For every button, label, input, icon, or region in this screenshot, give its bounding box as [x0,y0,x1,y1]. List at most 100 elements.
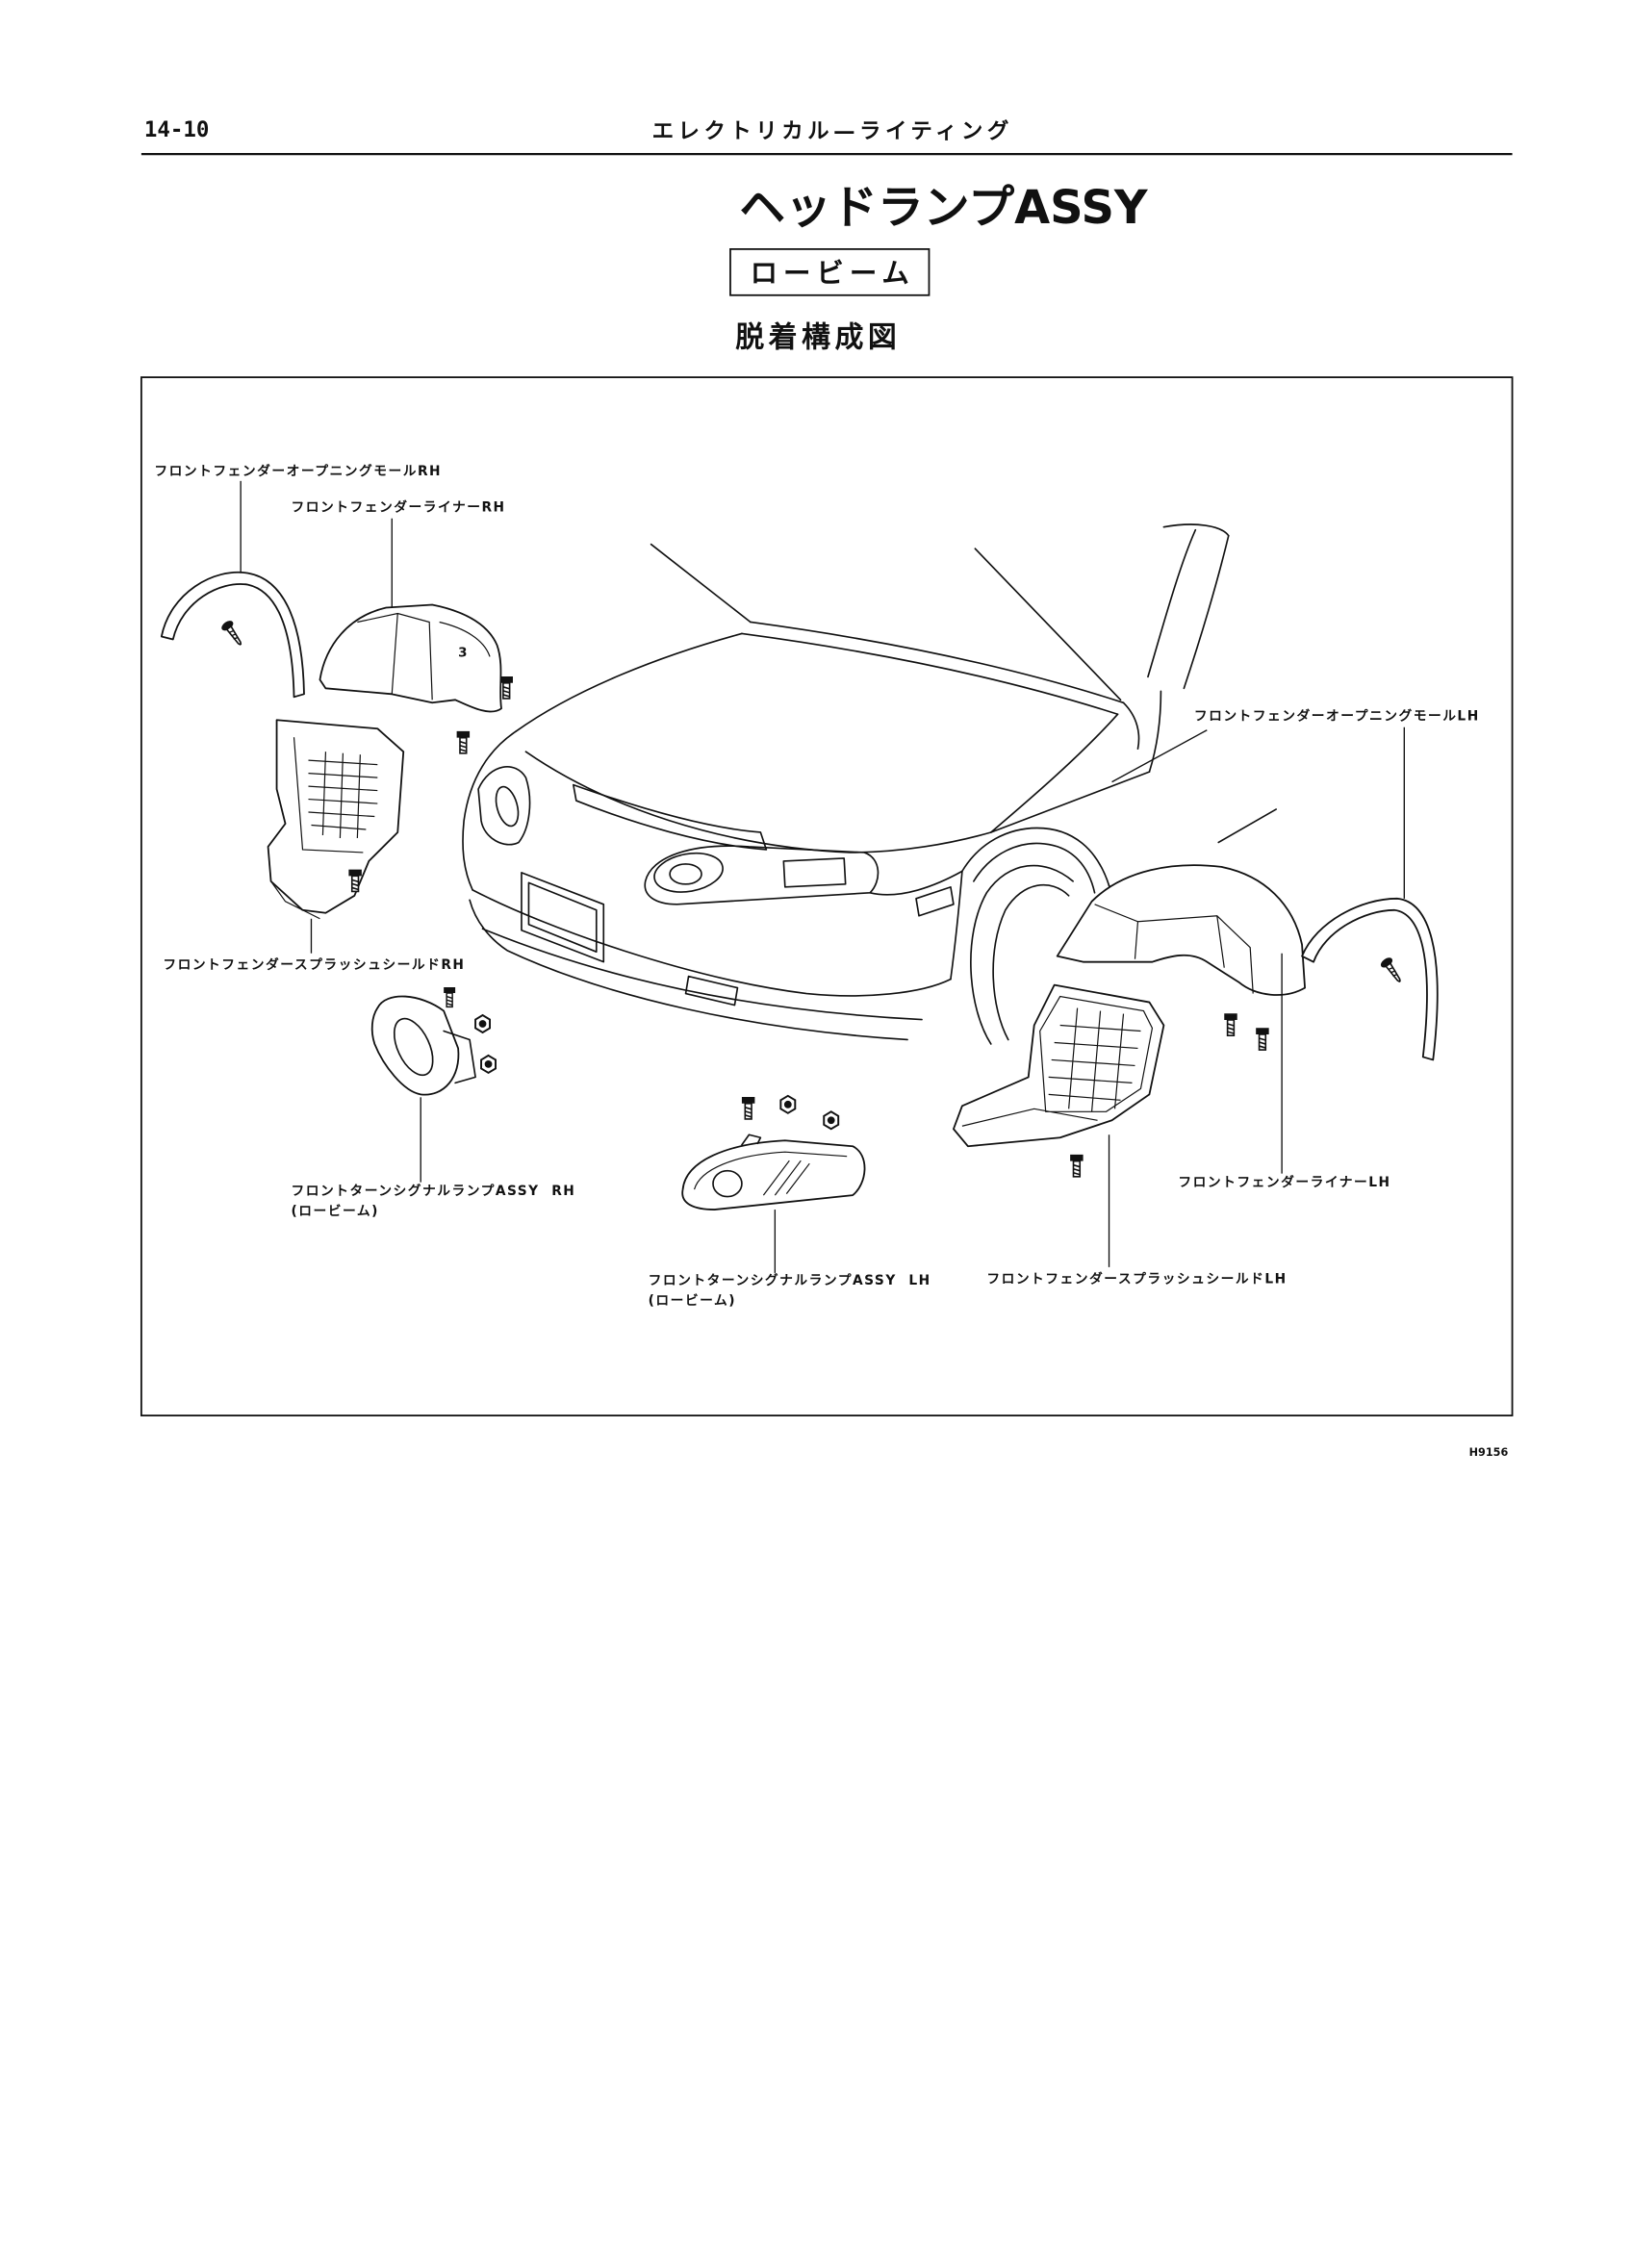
a-pillar-outer [1183,534,1230,690]
page-header: 14-10 エレクトリカル—ライティング [140,117,1513,156]
license-plate-frame [521,872,605,963]
fender-opening-molding-lh-drawing [1301,897,1439,1061]
bumper-top-line [472,889,952,997]
wheel-arch-outer [961,827,1110,887]
hood-right-edge [990,713,1119,833]
bolt-icon [1069,1154,1084,1178]
splash-shield-lh-shape [953,983,1165,1148]
fender-liner-rh-drawing: 3 [319,603,514,754]
tire-inner [992,883,1070,1041]
screw-icon [218,618,247,650]
hood-slot [573,783,768,851]
molding-rh-shape [160,571,305,699]
page-title: ヘッドランプASSY [739,182,1149,235]
liner-rh-shape [319,603,502,713]
splash-shield-rh-grid [308,752,378,838]
turn-signal-lh-bulb [712,1169,743,1198]
figure-id: H9156 [1469,1446,1509,1459]
splash-shield-rh-flange [270,737,364,920]
hood-left-edge [515,632,743,733]
lower-intake [684,975,739,1007]
splash-shield-rh-shape [267,719,405,914]
turn-signal-rh-lens [393,1017,434,1077]
license-plate-inner [527,881,598,954]
hood-rear-edge [741,632,1119,716]
clip-icon [480,1054,497,1074]
liner-lh-ribs [1094,904,1254,994]
page-number: 14-10 [144,117,210,142]
part-labels: フロントフェンダーオープニングモールRH フロントフェンダーライナーRH フロン… [154,463,1480,1309]
turn-signal-lamp-lh-drawing [681,1094,866,1210]
headlamp-left-bezel [653,852,724,893]
wheel-arch-inner [973,842,1096,894]
car-body-drawing [462,523,1277,1045]
diagram-frame [140,376,1514,1416]
turn-signal-lh-housing [681,1139,866,1210]
label-turn-signal-rh: フロントターンシグナルランプASSY RH [292,1183,576,1199]
label-turn-signal-lh: フロントターンシグナルランプASSY LH [649,1272,931,1288]
fascia-right-line [869,870,963,896]
section-title: エレクトリカル—ライティング [652,118,1013,144]
windshield-edge-left [650,543,752,624]
label-splash-shield-lh: フロントフェンダースプラッシュシールドLH [986,1270,1287,1287]
belt-line [1217,808,1277,844]
turn-signal-rh-housing [370,995,460,1096]
bolt-icon [741,1096,756,1120]
bolt-icon [443,986,456,1008]
hood-front-edge [524,751,992,854]
turn-signal-lh-tab [741,1134,762,1146]
subtitle-box-text: ロービーム [751,257,915,289]
turn-signal-lh-hatch [762,1159,810,1196]
splash-shield-lh-panel [961,995,1154,1127]
front-corner [462,730,517,891]
label-molding-lh: フロントフェンダーオープニングモールLH [1194,707,1480,724]
tire-outer [970,864,1074,1045]
turn-signal-lh-lens-edge [693,1151,848,1190]
leader-line-molding-lh-car [1111,729,1208,783]
figure-title: 脱着構成図 [735,321,901,355]
door-front-line [1148,690,1162,773]
clip-icon [779,1094,797,1114]
headlamp-left-outline [644,845,880,905]
body-side-line [990,771,1151,833]
subtitle-box: ロービーム [729,247,931,296]
splash-shield-rh-drawing [267,719,405,920]
screw-icon [1378,955,1407,987]
liner-rh-marking: 3 [458,646,467,660]
cowl-line [750,621,1125,704]
subtitle-box-frame [729,247,931,296]
clip-icon [823,1110,840,1131]
cowl-corner [1122,701,1140,751]
liner-lh-shape [1056,864,1306,996]
molding-lh-shape [1301,897,1439,1061]
liner-rh-ribs [357,612,491,701]
roof-line [1162,523,1230,537]
splash-shield-lh-grid [1048,1007,1141,1112]
a-pillar-inner [1147,528,1197,678]
bolt-icon [1255,1027,1270,1051]
leader-lines [240,480,1405,1273]
headlamp-right-lens [495,785,520,828]
splash-shield-lh-drawing [953,983,1165,1178]
bolt-icon [498,675,514,700]
label-liner-rh: フロントフェンダーライナーRH [292,498,506,515]
side-marker [915,886,955,917]
headlamp-left-lens [669,863,702,885]
windshield-edge-right [974,548,1122,701]
turn-signal-rh-bracket [443,1030,476,1084]
clip-icon [474,1014,492,1033]
bumper-crease [481,928,923,1021]
headlamp-left-rect [782,857,847,888]
label-liner-lh: フロントフェンダーライナーLH [1178,1174,1390,1190]
bolt-icon [1223,1012,1238,1036]
label-splash-shield-rh: フロントフェンダースプラッシュシールドRH [163,956,465,973]
label-turn-signal-rh-note: (ロービーム) [292,1204,379,1219]
headlamp-right-outline [477,766,531,846]
bolt-icon [455,730,471,754]
label-turn-signal-lh-note: (ロービーム) [649,1293,736,1309]
fender-opening-molding-rh-drawing [160,571,305,699]
fender-liner-lh-drawing [1056,864,1306,1051]
fascia-corner [950,870,963,981]
label-molding-rh: フロントフェンダーオープニングモールRH [154,463,442,479]
